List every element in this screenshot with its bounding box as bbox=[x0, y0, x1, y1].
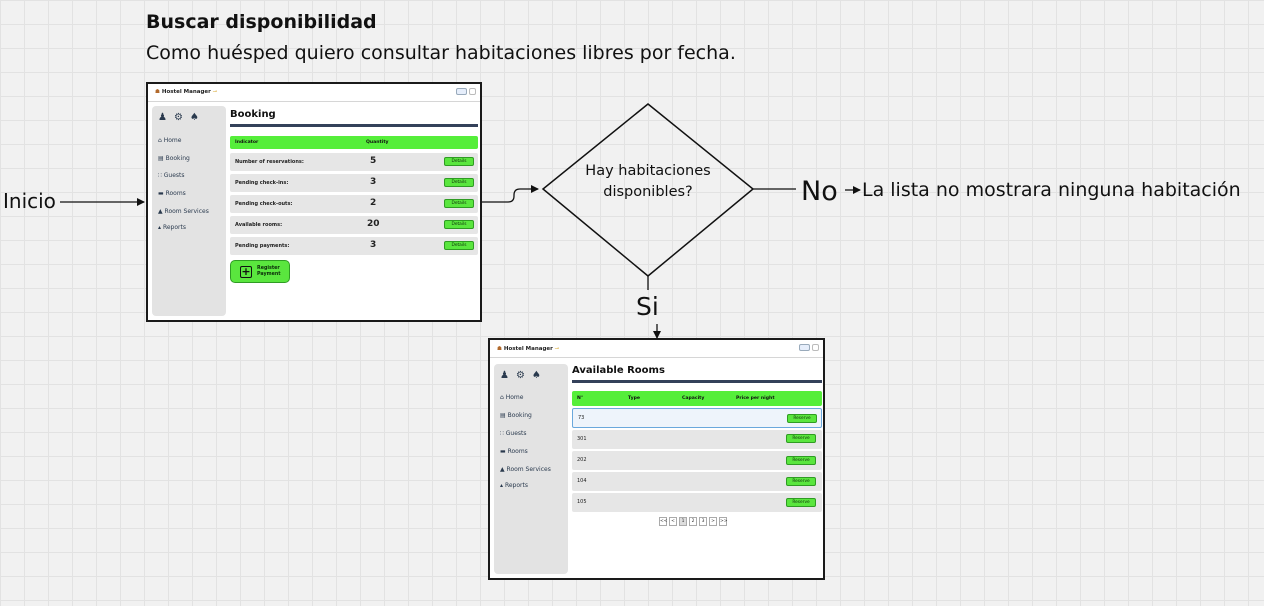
key-icon: ⊸ bbox=[554, 346, 560, 352]
sidebar-item-booking[interactable]: ▤ Booking bbox=[158, 155, 190, 162]
table-row[interactable]: 301 Reserve bbox=[572, 430, 822, 449]
key-icon: ⊸ bbox=[212, 89, 218, 95]
column-header: N° bbox=[577, 396, 584, 401]
table-row: Available rooms: 20 Details bbox=[230, 216, 478, 234]
hostel-logo-icon: ☗ bbox=[155, 89, 160, 95]
home-icon: ⌂ bbox=[500, 394, 504, 401]
bell-icon[interactable]: ♠ bbox=[531, 370, 541, 381]
page-3-button[interactable]: 3 bbox=[699, 517, 707, 526]
table-row: Pending check-ins: 3 Details bbox=[230, 174, 478, 192]
topbar: ☗ Hostel Manager ⊸ bbox=[148, 84, 480, 102]
sidebar-item-guests[interactable]: ∷ Guests bbox=[158, 172, 185, 179]
bed-icon: ▬ bbox=[158, 190, 164, 197]
page-title: Booking bbox=[230, 109, 276, 120]
sidebar-item-home[interactable]: ⌂ Home bbox=[500, 394, 524, 401]
last-page-button[interactable]: >> bbox=[719, 517, 728, 526]
guests-icon: ∷ bbox=[158, 172, 162, 179]
sidebar-item-rooms[interactable]: ▬ Rooms bbox=[500, 448, 528, 455]
story-description: Como huésped quiero consultar habitacion… bbox=[146, 42, 736, 64]
column-header: Type bbox=[628, 396, 640, 401]
table-row[interactable]: 202 Reserve bbox=[572, 451, 822, 470]
title-divider bbox=[572, 380, 822, 383]
table-header: Indicator Quantity bbox=[230, 136, 478, 149]
sidebar: ♟ ⚙ ♠ ⌂ Home ▤ Booking ∷ Guests ▬ Rooms … bbox=[494, 364, 568, 574]
table-header: N° Type Capacity Price per night bbox=[572, 391, 822, 406]
sidebar-item-reports[interactable]: ▴ Reports bbox=[500, 482, 528, 489]
no-branch-label: No bbox=[801, 176, 838, 207]
details-button[interactable]: Details bbox=[444, 199, 474, 208]
hostel-logo-icon: ☗ bbox=[497, 346, 502, 352]
close-icon[interactable] bbox=[812, 344, 819, 351]
close-icon[interactable] bbox=[469, 88, 476, 95]
bell-icon[interactable]: ♠ bbox=[189, 112, 199, 123]
story-title: Buscar disponibilidad bbox=[146, 11, 377, 33]
chart-icon: ▴ bbox=[158, 224, 162, 231]
table-row: Number of reservations: 5 Details bbox=[230, 153, 478, 171]
column-header: Indicator bbox=[235, 140, 259, 145]
gear-icon[interactable]: ⚙ bbox=[515, 370, 525, 381]
sidebar-item-home[interactable]: ⌂ Home bbox=[158, 137, 182, 144]
reserve-button[interactable]: Reserve bbox=[787, 414, 817, 423]
sidebar: ♟ ⚙ ♠ ⌂ Home ▤ Booking ∷ Guests ▬ Rooms … bbox=[152, 106, 226, 316]
user-icon[interactable]: ♟ bbox=[500, 370, 509, 381]
booking-icon: ▤ bbox=[158, 155, 164, 162]
table-row-selected[interactable]: 73 Reserve bbox=[572, 408, 822, 428]
sidebar-item-rooms[interactable]: ▬ Rooms bbox=[158, 190, 186, 197]
app-name: Hostel Manager bbox=[503, 346, 553, 352]
check-icon[interactable] bbox=[456, 88, 467, 95]
chart-icon: ▴ bbox=[500, 482, 504, 489]
column-header: Price per night bbox=[736, 396, 775, 401]
topbar: ☗ Hostel Manager ⊸ bbox=[490, 340, 823, 358]
arrow-booking-to-decision bbox=[482, 185, 539, 203]
no-branch-result: La lista no mostrara ninguna habitación bbox=[862, 179, 1241, 201]
app-name: Hostel Manager bbox=[161, 89, 211, 95]
bed-icon: ▬ bbox=[500, 448, 506, 455]
check-icon[interactable] bbox=[799, 344, 810, 351]
details-button[interactable]: Details bbox=[444, 157, 474, 166]
page-2-button[interactable]: 2 bbox=[689, 517, 697, 526]
decision-question: Hay habitaciones disponibles? bbox=[585, 163, 711, 200]
first-page-button[interactable]: << bbox=[659, 517, 668, 526]
available-rooms-screen-mockup: ☗ Hostel Manager ⊸ ♟ ⚙ ♠ ⌂ Home ▤ Bookin… bbox=[488, 338, 825, 580]
prev-page-button[interactable]: < bbox=[669, 517, 677, 526]
page-title: Available Rooms bbox=[572, 365, 665, 376]
sidebar-item-booking[interactable]: ▤ Booking bbox=[500, 412, 532, 419]
booking-screen-mockup: ☗ Hostel Manager ⊸ ♟ ⚙ ♠ ⌂ Home ▤ Bookin… bbox=[146, 82, 482, 322]
pagination: << < 1 2 3 > >> bbox=[659, 517, 728, 526]
sidebar-item-reports[interactable]: ▴ Reports bbox=[158, 224, 186, 231]
sidebar-item-guests[interactable]: ∷ Guests bbox=[500, 430, 527, 437]
next-page-button[interactable]: > bbox=[709, 517, 717, 526]
bell-icon: ▲ bbox=[500, 466, 505, 473]
title-divider bbox=[230, 124, 478, 127]
app-logo: ☗ Hostel Manager ⊸ bbox=[497, 346, 559, 352]
table-row: Pending check-outs: 2 Details bbox=[230, 195, 478, 213]
booking-icon: ▤ bbox=[500, 412, 506, 419]
table-row: Pending payments: 3 Details bbox=[230, 237, 478, 255]
gear-icon[interactable]: ⚙ bbox=[173, 112, 183, 123]
app-logo: ☗ Hostel Manager ⊸ bbox=[155, 89, 217, 95]
table-row[interactable]: 105 Reserve bbox=[572, 493, 822, 512]
plus-icon: + bbox=[240, 265, 252, 278]
reserve-button[interactable]: Reserve bbox=[786, 477, 816, 486]
user-icon[interactable]: ♟ bbox=[158, 112, 167, 123]
guests-icon: ∷ bbox=[500, 430, 504, 437]
column-header: Quantity bbox=[366, 140, 389, 145]
reserve-button[interactable]: Reserve bbox=[786, 456, 816, 465]
page-1-button[interactable]: 1 bbox=[679, 517, 687, 526]
start-label: Inicio bbox=[3, 189, 56, 213]
yes-branch-label: Si bbox=[636, 292, 659, 321]
sidebar-item-room-services[interactable]: ▲ Room Services bbox=[158, 208, 209, 215]
reserve-button[interactable]: Reserve bbox=[786, 434, 816, 443]
details-button[interactable]: Details bbox=[444, 241, 474, 250]
table-row[interactable]: 104 Reserve bbox=[572, 472, 822, 491]
sidebar-item-room-services[interactable]: ▲ Room Services bbox=[500, 466, 551, 473]
bell-icon: ▲ bbox=[158, 208, 163, 215]
details-button[interactable]: Details bbox=[444, 178, 474, 187]
reserve-button[interactable]: Reserve bbox=[786, 498, 816, 507]
home-icon: ⌂ bbox=[158, 137, 162, 144]
column-header: Capacity bbox=[682, 396, 705, 401]
details-button[interactable]: Details bbox=[444, 220, 474, 229]
